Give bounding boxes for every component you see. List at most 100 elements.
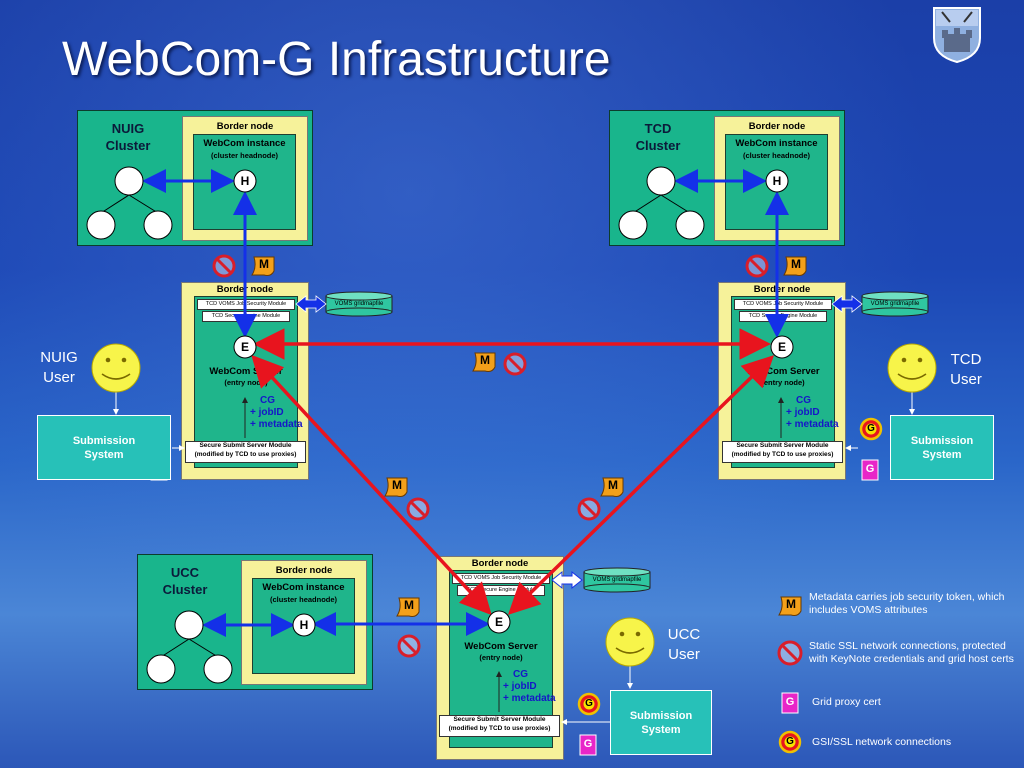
gsi-label-legend: G [786,736,794,747]
legend-ssl-text: Static SSL network connections, protecte… [809,640,1014,665]
m-badge-label-legend: M [786,597,796,611]
tcd-cg-line-3: + metadata [786,419,839,430]
tcd-webcom-server-label: WebCom Server [746,366,820,377]
nuig-border-node-label: Border node [216,121,274,132]
tcd-voms-link [831,295,863,313]
ucc-secure-submit-module: Secure Submit Server Module (modified by… [439,715,560,737]
legend-proxy-text: Grid proxy cert [812,696,881,708]
ucc-user-label: UCC User [667,626,701,663]
m-badge-label-tcd: M [791,257,801,271]
ucc-submission-system-label: Submission System [629,709,693,736]
ucc-tree-lines [160,638,219,658]
tcd-voms-label: VOMS gridmapfile [870,301,920,307]
ucc-secure-submit-line-2: (modified by TCD to use proxies) [448,724,551,732]
ucc-cg-line-3: + metadata [503,693,556,704]
proxy-badge-legend [781,692,799,714]
nuig-cluster-headnode-label: (cluster headnode) [210,151,279,160]
nuig-entry-node-letter: E [240,340,249,354]
gsi-badge-ucc [577,692,601,716]
proxy-badge-tcd [861,459,879,481]
tcd-head-node-label: H [772,174,782,188]
ucc-voms-label: VOMS gridmapfile [592,577,642,583]
nuig-webcom-instance-label: WebCom instance [203,138,286,149]
no-icon-ucc [397,634,421,658]
crest-logo [933,7,981,64]
nuig-ucc-server-arrow [251,354,492,616]
tcd-secure-submit-line-2: (modified by TCD to use proxies) [731,450,834,458]
no-icon-right-diagonal [577,497,601,521]
tcd-voms-cylinder [861,291,929,317]
tcd-submission-system[interactable]: Submission System [890,415,994,480]
ucc-voms-cylinder [583,567,651,593]
page-title: WebCom-G Infrastructure [62,33,611,86]
gsi-badge-tcd [859,417,883,441]
tcd-tree-lines [632,194,691,214]
ucc-secure-submit-line-1: Secure Submit Server Module [453,716,546,723]
ucc-cg-line-1: CG [513,669,528,680]
metadata-badges [251,256,807,617]
gsi-badge-legend [778,730,802,754]
ucc-worker-nodes [146,610,233,684]
ucc-head-node [292,613,316,637]
nuig-user-smiley-icon [91,343,141,393]
tcd-border-node-label: Border node [748,121,806,132]
tcd-worker-nodes [618,166,705,240]
gsi-label-ucc: G [585,698,593,709]
m-badge-label-left: M [392,478,402,492]
legend-metadata-text: Metadata carries job security token, whi… [809,591,1005,616]
nuig-secure-submit-line-1: Secure Submit Server Module [199,442,292,449]
m-badge-center [472,352,496,372]
nuig-worker-nodes [86,166,173,240]
ucc-server-border-node-label: Border node [471,558,529,569]
ucc-webcom-server-label: WebCom Server [464,641,538,652]
nuig-head-node [233,169,257,193]
m-badge-label-nuig: M [259,257,269,271]
m-badge-legend [778,596,802,616]
nuig-user-label: NUIG User [40,349,78,386]
m-badge-nuig [251,256,275,276]
nuig-tree-lines [100,194,159,214]
m-badge-label-right: M [608,478,618,492]
gsi-label-tcd: G [867,423,875,434]
m-badge-ucc [396,597,420,617]
ucc-cluster-label: UCC Cluster [162,565,208,597]
m-badge-left [384,477,408,497]
tcd-cg-line-1: CG [796,395,811,406]
tcd-secure-submit-line-1: Secure Submit Server Module [736,442,829,449]
nuig-secure-submit-line-2: (modified by TCD to use proxies) [194,450,297,458]
tcd-user-label: TCD User [950,351,982,388]
proxy-label-ucc: G [583,738,593,750]
nuig-head-node-label: H [240,174,250,188]
tcd-ucc-server-arrow [507,355,775,615]
gsi-badges [147,417,883,754]
tcd-cluster-headnode-label: (cluster headnode) [742,151,811,160]
nuig-voms-link [295,295,327,313]
tcd-entry-node-label: (entry node) [761,378,805,387]
no-icon-left-diagonal [406,497,430,521]
tcd-cg-label: CG + jobID + metadata [786,395,839,431]
tcd-entry-node [770,335,794,359]
no-icon-nuig [212,254,236,278]
ucc-voms-link [551,570,583,590]
nuig-entry-node [233,335,257,359]
tcd-submission-system-label: Submission System [910,434,974,461]
nuig-entry-node-label: (entry node) [224,378,268,387]
tcd-user-smiley-icon [887,343,937,393]
proxy-label-tcd: G [865,463,875,475]
ucc-entry-node [487,610,511,634]
ucc-head-node-label: H [299,618,309,632]
nuig-submission-system[interactable]: Submission System [37,415,171,480]
ucc-entry-node-letter: E [494,615,503,629]
m-badge-label-center: M [480,353,490,367]
proxy-label-legend: G [785,696,795,708]
ucc-submission-system[interactable]: Submission System [610,690,712,755]
no-icon-legend [777,640,803,666]
ucc-user-smiley-icon [605,617,655,667]
tcd-entry-node-letter: E [777,340,786,354]
legend-gsi-text: GSI/SSL network connections [812,736,952,748]
no-icon-center [503,352,527,376]
tcd-webcom-instance-label: WebCom instance [735,138,818,149]
ucc-cg-label: CG + jobID + metadata [503,669,556,705]
nuig-cluster-label: NUIG Cluster [105,121,151,153]
